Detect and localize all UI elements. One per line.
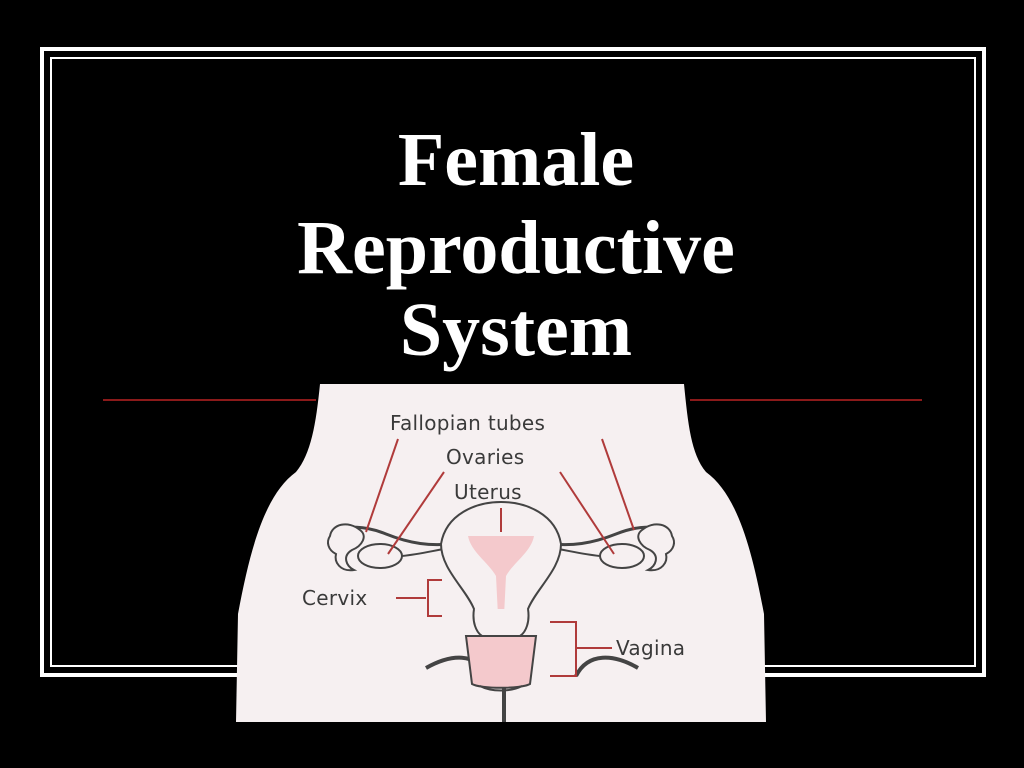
leader-fallopian-left bbox=[365, 438, 399, 533]
leader-ovary-right bbox=[559, 471, 615, 555]
slide-title-line-1: Female bbox=[397, 118, 635, 202]
slide-title-line-2: Reproductive bbox=[297, 206, 735, 290]
label-ovaries: Ovaries bbox=[446, 445, 524, 469]
slide-title-line-3: System bbox=[399, 288, 633, 372]
bracket-cervix bbox=[427, 579, 442, 617]
cervix bbox=[472, 608, 530, 637]
ovary-right bbox=[599, 543, 645, 569]
label-uterus: Uterus bbox=[454, 480, 522, 504]
leader-ovary-left bbox=[387, 471, 445, 555]
label-cervix: Cervix bbox=[302, 586, 368, 610]
vagina bbox=[464, 635, 538, 689]
uterine-cavity bbox=[468, 536, 534, 616]
vaginal-opening bbox=[479, 685, 523, 692]
label-vagina: Vagina bbox=[616, 636, 685, 660]
fimbriae-right bbox=[637, 523, 675, 572]
fimbriae-left bbox=[327, 523, 365, 572]
divider-rule-left bbox=[103, 399, 316, 401]
leader-fallopian-right bbox=[601, 438, 635, 531]
divider-rule-right bbox=[690, 399, 922, 401]
reproductive-system-diagram: Fallopian tubes Ovaries Uterus Cervix Va… bbox=[236, 384, 766, 722]
ovary-left bbox=[357, 543, 403, 569]
label-fallopian-tubes: Fallopian tubes bbox=[390, 411, 545, 435]
groin-line-right bbox=[574, 655, 640, 678]
